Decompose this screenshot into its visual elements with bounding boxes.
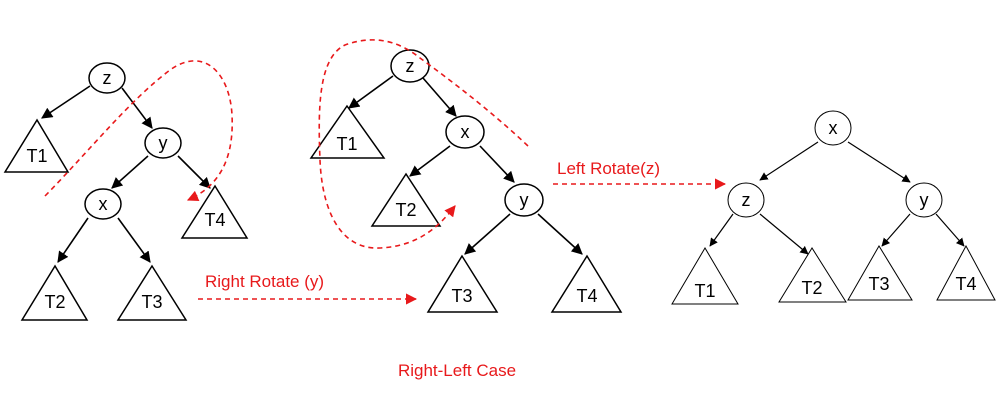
node-z-label: z [742, 190, 751, 210]
node-z [727, 182, 765, 218]
subtree-t1 [3, 118, 70, 173]
edge-z-t2 [759, 213, 809, 255]
subtree-t1-label: T1 [336, 134, 357, 154]
edge-y-x [111, 155, 149, 189]
edge-x-t2 [409, 145, 451, 177]
subtree-t4 [936, 244, 996, 301]
tree-1: z y x T1 T4 T2 T3 [3, 60, 249, 321]
node-y [905, 182, 943, 218]
node-y [504, 183, 544, 217]
subtree-t4-label: T4 [204, 210, 225, 230]
subtree-t2 [20, 264, 89, 321]
subtree-t2-label: T2 [395, 200, 416, 220]
subtree-t1-label: T1 [694, 281, 715, 301]
edge-y-t4 [935, 213, 965, 247]
subtree-t3-label: T3 [451, 286, 472, 306]
edge-x-y [479, 145, 515, 183]
edge-y-t3 [464, 213, 511, 255]
node-z [88, 62, 126, 94]
subtree-t4-label: T4 [576, 286, 597, 306]
edge-x-t3 [117, 217, 151, 263]
subtree-t3 [116, 264, 188, 321]
subtree-t2 [778, 247, 847, 303]
edge-z-x [422, 77, 457, 117]
node-x-label: x [829, 118, 838, 138]
edge-x-t2 [57, 217, 89, 263]
edge-z-t1 [709, 213, 734, 247]
subtree-t3 [847, 245, 913, 301]
edge-x-z [759, 141, 819, 181]
subtree-t1 [309, 104, 386, 159]
edge-y-t3 [881, 213, 911, 247]
tree-2: z x y T1 T2 T3 T4 [309, 39, 623, 313]
subtree-t4 [550, 254, 623, 313]
edge-z-t1 [348, 75, 394, 109]
node-x [84, 188, 122, 220]
tree-3: x z y T1 T2 T3 T4 [671, 110, 996, 305]
case-caption: Right-Left Case [398, 361, 516, 380]
node-x-label: x [461, 122, 470, 142]
edge-y-t4 [177, 155, 211, 189]
node-y-label: y [920, 190, 929, 210]
subtree-t2-label: T2 [801, 278, 822, 298]
node-x-label: x [99, 194, 108, 214]
subtree-t1-label: T1 [26, 146, 47, 166]
subtree-t1 [671, 247, 739, 305]
subtree-t3-label: T3 [868, 274, 889, 294]
subtree-t4-label: T4 [955, 274, 976, 294]
edge-x-y [847, 141, 911, 183]
subtree-t4 [180, 184, 249, 239]
subtree-t3-label: T3 [141, 292, 162, 312]
edge-y-t4 [537, 213, 583, 255]
node-y-label: y [520, 190, 529, 210]
node-y [144, 127, 182, 159]
rotation-loop-1 [44, 60, 233, 202]
rotation-loop-2 [318, 39, 529, 249]
subtree-t2-label: T2 [44, 292, 65, 312]
subtree-t2 [370, 172, 442, 227]
edge-z-y [121, 87, 153, 129]
node-y-label: y [159, 133, 168, 153]
left-rotate-label: Left Rotate(z) [557, 159, 660, 178]
node-z-label: z [406, 56, 415, 76]
subtree-t3 [426, 254, 499, 313]
node-z-label: z [103, 68, 112, 88]
edge-z-t1 [41, 85, 91, 119]
node-x [445, 115, 485, 149]
right-rotate-label: Right Rotate (y) [205, 272, 324, 291]
node-x [814, 110, 852, 146]
